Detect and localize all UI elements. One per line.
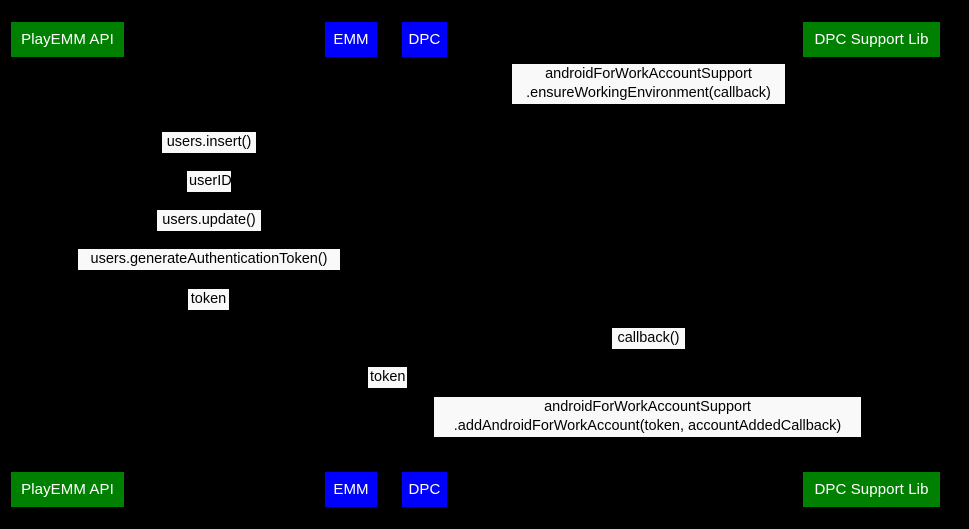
lifeline-dpc-support-lib	[871, 57, 872, 472]
message-label-users-update: users.update()	[157, 210, 261, 231]
lifeline-dpc	[424, 57, 425, 472]
participant-top-dpc[interactable]: DPC	[402, 22, 447, 57]
participant-bottom-playemm-api-label: PlayEMM API	[21, 481, 114, 498]
message-label-token-to-dpc: token	[368, 367, 407, 388]
participant-top-playemm-api[interactable]: PlayEMM API	[11, 22, 124, 57]
participant-top-playemm-api-label: PlayEMM API	[21, 31, 114, 48]
message-label-add-android-for-work-account: androidForWorkAccountSupport .addAndroid…	[434, 397, 861, 437]
participant-top-dpc-support-lib[interactable]: DPC Support Lib	[803, 22, 940, 57]
participant-bottom-playemm-api[interactable]: PlayEMM API	[11, 472, 124, 507]
participant-top-dpc-support-lib-label: DPC Support Lib	[814, 31, 929, 48]
message-label-user-id: userID	[187, 171, 232, 192]
participant-bottom-dpc[interactable]: DPC	[402, 472, 447, 507]
message-label-users-generate-authentication-token: users.generateAuthenticationToken()	[78, 249, 340, 270]
lifeline-playemm-api	[67, 57, 68, 472]
message-label-token-to-emm: token	[188, 289, 229, 310]
message-label-users-insert: users.insert()	[162, 132, 256, 153]
participant-bottom-dpc-support-lib-label: DPC Support Lib	[814, 481, 929, 498]
participant-top-dpc-label: DPC	[408, 31, 441, 48]
participant-bottom-dpc-support-lib[interactable]: DPC Support Lib	[803, 472, 940, 507]
participant-top-emm-label: EMM	[333, 31, 369, 48]
participant-bottom-emm[interactable]: EMM	[325, 472, 377, 507]
message-label-ensure-working-environment: androidForWorkAccountSupport .ensureWork…	[512, 64, 785, 104]
participant-top-emm[interactable]: EMM	[325, 22, 377, 57]
participant-bottom-emm-label: EMM	[333, 481, 369, 498]
lifeline-emm	[350, 57, 351, 472]
participant-bottom-dpc-label: DPC	[408, 481, 441, 498]
message-label-callback: callback()	[612, 328, 685, 349]
